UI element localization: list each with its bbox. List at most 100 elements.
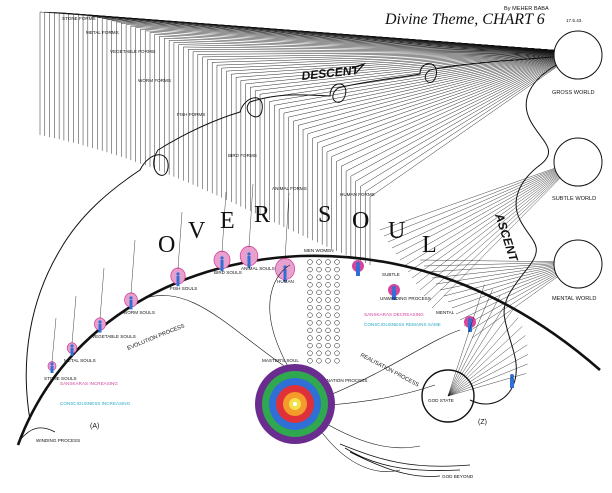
consciousness-increasing-label: CONSCIOUSNESS INCREASING bbox=[60, 401, 131, 406]
soul-marker: ANIMAL SOULS bbox=[239, 183, 275, 271]
reincarnation-dot bbox=[316, 297, 322, 303]
world-line bbox=[423, 159, 579, 297]
form-line bbox=[202, 51, 579, 189]
god-ray bbox=[447, 363, 528, 397]
ascent-spiral bbox=[469, 63, 559, 405]
form-line bbox=[235, 51, 579, 205]
reincarnation-dot bbox=[316, 350, 322, 356]
chart-date: 17.5.43. bbox=[566, 18, 583, 23]
god-ray bbox=[447, 317, 519, 397]
winding-process-label: WINDING PROCESS bbox=[36, 438, 80, 443]
world-label: SUBTLE WORLD bbox=[552, 196, 596, 202]
form-line bbox=[211, 51, 579, 194]
reincarnation-dot bbox=[325, 327, 331, 334]
form-line bbox=[288, 51, 579, 230]
reincarnation-dot bbox=[307, 297, 313, 303]
form-line bbox=[245, 51, 579, 209]
reincarnation-dot bbox=[325, 335, 331, 341]
world-circle bbox=[553, 137, 603, 187]
soul-label: WORM SOULS bbox=[123, 310, 155, 315]
ascent-marker bbox=[388, 284, 400, 300]
form-line bbox=[254, 51, 579, 214]
reincarnation-dot bbox=[334, 259, 340, 265]
reincarnation-dot bbox=[325, 289, 331, 296]
form-line bbox=[307, 51, 579, 239]
form-label: FISH FORMS bbox=[177, 112, 205, 117]
chart-title: Divine Theme, CHART 6 bbox=[384, 11, 545, 28]
god-beyond-label: GOD BEYOND bbox=[442, 474, 474, 479]
oversoul-letter: R bbox=[254, 202, 271, 228]
reincarnation-dot bbox=[334, 266, 340, 273]
world-line bbox=[419, 259, 579, 263]
reincarnation-dot bbox=[316, 327, 322, 334]
god-ray bbox=[447, 335, 526, 397]
soul-label: METAL SOULS bbox=[64, 358, 96, 363]
soul-label: STONE SOULS bbox=[44, 376, 77, 381]
god-state-circle bbox=[421, 369, 475, 423]
form-line bbox=[326, 51, 579, 247]
world-line bbox=[407, 159, 579, 273]
god-ray bbox=[447, 344, 528, 397]
reincarnation-dot bbox=[325, 274, 331, 280]
world-line bbox=[391, 159, 579, 249]
form-line bbox=[341, 51, 579, 254]
form-line bbox=[360, 51, 579, 262]
world-line bbox=[427, 261, 579, 273]
reincarnation-dot bbox=[325, 297, 331, 303]
god-ray bbox=[447, 295, 501, 397]
form-line bbox=[226, 51, 579, 200]
subtle-label: SUBTLE bbox=[382, 272, 400, 277]
ascent-marker bbox=[352, 260, 364, 276]
oversoul-letter: V bbox=[188, 218, 206, 244]
reincarnation-dot bbox=[334, 358, 340, 364]
unwinding-process-label: UNWINDING PROCESS bbox=[380, 296, 431, 301]
god-ray bbox=[447, 326, 523, 397]
form-line bbox=[140, 28, 579, 164]
sanskaras-increasing-label: SANSKARAS INCREASING bbox=[60, 381, 118, 386]
reincarnation-dot bbox=[325, 266, 331, 273]
master-lines bbox=[139, 264, 461, 472]
sanskaras-decreasing-label: SANSKARAS DECREASING bbox=[364, 312, 424, 317]
form-line bbox=[192, 51, 579, 185]
reincarnation-dot bbox=[316, 320, 322, 326]
world-line bbox=[379, 159, 579, 231]
world-line bbox=[403, 159, 579, 267]
reincarnation-dot bbox=[307, 320, 313, 326]
reincarnation-dot bbox=[316, 358, 322, 364]
form-line bbox=[350, 51, 579, 258]
reincarnation-dot bbox=[334, 304, 340, 311]
world-line bbox=[431, 159, 579, 309]
reincarnation-dot bbox=[307, 312, 313, 318]
reincarnation-dot bbox=[307, 274, 313, 280]
masters-soul bbox=[255, 364, 335, 444]
reincarnation-dot bbox=[316, 312, 322, 318]
form-label: BIRD FORMS bbox=[228, 153, 257, 158]
form-line bbox=[345, 51, 579, 256]
form-line bbox=[207, 51, 579, 192]
god-state-label: GOD STATE bbox=[428, 398, 454, 403]
reincarnation-dot bbox=[316, 342, 322, 349]
form-line bbox=[231, 51, 579, 203]
oversoul-letter: E bbox=[220, 208, 236, 234]
form-line bbox=[355, 51, 579, 260]
form-label: WORM FORMS bbox=[138, 78, 171, 83]
descent-spiral bbox=[25, 55, 566, 421]
god-state-rays bbox=[447, 284, 529, 397]
reincarnation-dot bbox=[334, 282, 340, 288]
soul-label: BIRD SOULS bbox=[214, 270, 242, 275]
soul-marker: BIRD SOULS bbox=[213, 191, 242, 275]
form-lines bbox=[39, 11, 579, 339]
reincarnation-dot bbox=[334, 274, 340, 280]
world-label: MENTAL WORLD bbox=[552, 296, 596, 302]
reincarnation-dot bbox=[325, 320, 331, 326]
world-line bbox=[395, 159, 579, 255]
reincarnation-dot bbox=[316, 259, 322, 265]
reincarnation-dot bbox=[325, 342, 331, 349]
soul-marker: HUMAN bbox=[274, 192, 295, 284]
form-line bbox=[125, 24, 579, 159]
men-women-label: MEN WOMEN bbox=[304, 248, 334, 253]
reincarnation-dot bbox=[334, 289, 340, 296]
soul-label: FISH SOULS bbox=[170, 286, 197, 291]
